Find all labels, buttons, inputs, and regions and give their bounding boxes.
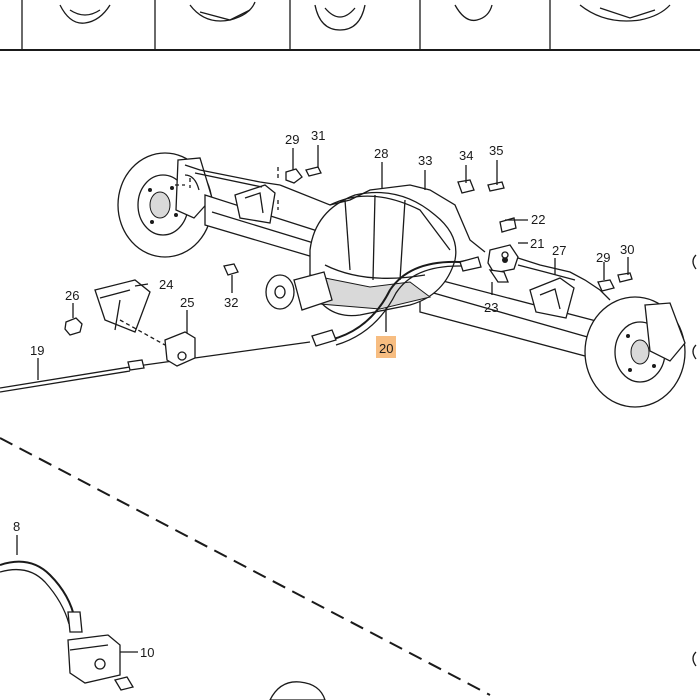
callout-34: 34 (459, 148, 473, 163)
right-brake-disc (584, 296, 686, 408)
callout-27: 27 (552, 243, 566, 258)
left-brake-disc (117, 152, 213, 258)
callout-24: 24 (159, 277, 173, 292)
callout-20: 20 (379, 341, 393, 356)
callout-20-highlight (376, 336, 396, 358)
callout-8: 8 (13, 519, 20, 534)
callout-32: 32 (224, 295, 238, 310)
callout-10: 10 (140, 645, 154, 660)
handbrake-cable-19 (0, 341, 311, 393)
callout-30: 30 (620, 242, 634, 257)
callout-22: 22 (531, 212, 545, 227)
callout-26: 26 (65, 288, 79, 303)
callout-31: 31 (311, 128, 325, 143)
callout-35: 35 (489, 143, 503, 158)
callout-19: 19 (30, 343, 44, 358)
callout-23: 23 (484, 300, 498, 315)
callout-labels: 19 20 21 22 23 24 25 26 27 28 29 29 30 3… (13, 128, 634, 660)
callout-25: 25 (180, 295, 194, 310)
lower-hose-assembly (0, 535, 326, 700)
callout-29-right: 29 (596, 250, 610, 265)
section-divider (0, 437, 491, 696)
top-thumbnail-strip (0, 0, 700, 51)
callout-33: 33 (418, 153, 432, 168)
fasteners (64, 166, 633, 336)
leader-lines (37, 145, 629, 380)
brake-distributor (487, 244, 519, 274)
callout-29-left: 29 (285, 132, 299, 147)
axle-mount-brackets (234, 184, 575, 319)
flex-hose-20 (311, 251, 509, 347)
callout-21: 21 (530, 236, 544, 251)
callout-28: 28 (374, 146, 388, 161)
differential-housing (265, 191, 457, 317)
margin-marks (692, 254, 697, 667)
brake-line-28 (175, 164, 486, 253)
bracket-24-25 (94, 279, 196, 367)
